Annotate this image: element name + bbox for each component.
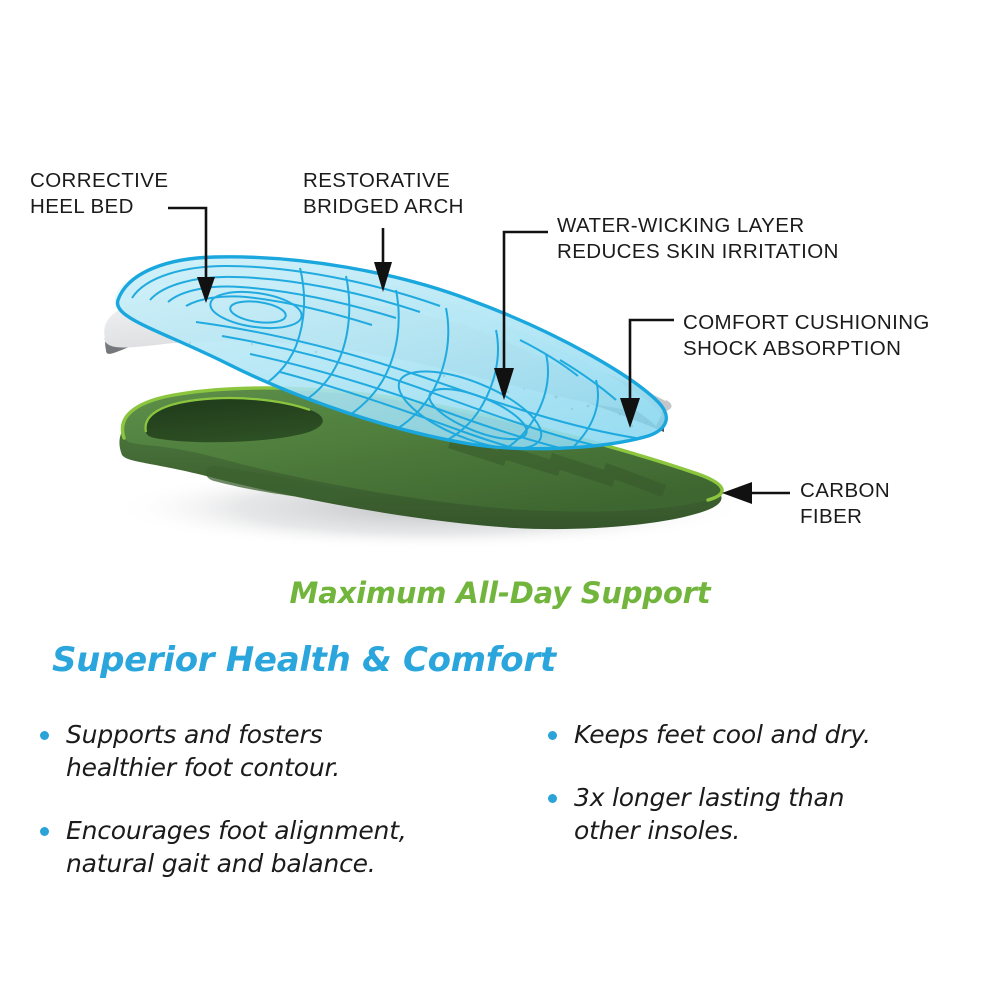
benefits-heading: Superior Health & Comfort	[52, 640, 556, 680]
leader-cushioning	[628, 318, 674, 400]
base-heel-cavity	[145, 398, 323, 443]
arrowhead-wicking	[494, 368, 514, 400]
bullet-dot-icon	[548, 794, 557, 803]
base-arch-ridge	[205, 465, 349, 500]
bullet-dot-icon	[40, 827, 49, 836]
bullet-dot-icon	[40, 731, 49, 740]
carbon-fiber-base-layer	[119, 386, 724, 530]
list-item-text: Encourages foot alignment, natural gait …	[66, 816, 407, 878]
top-layer-outline	[115, 255, 668, 451]
list-item-text: Supports and fosters healthier foot cont…	[66, 720, 340, 782]
callout-label-comfort-cushioning: COMFORT CUSHIONING SHOCK ABSORPTION	[683, 311, 930, 361]
list-item-text: 3x longer lasting than other insoles.	[574, 783, 845, 845]
callout-label-restorative-bridged-arch: RESTORATIVE BRIDGED ARCH	[303, 169, 464, 219]
arrowhead-carbon	[722, 482, 752, 504]
list-item: 3x longer lasting than other insoles.	[548, 781, 968, 847]
list-item: Supports and fosters healthier foot cont…	[40, 718, 510, 784]
callout-label-carbon-fiber: CARBON FIBER	[800, 479, 891, 529]
insole-diagram: CORRECTIVE HEEL BED RESTORATIVE BRIDGED …	[30, 169, 930, 550]
top-layer-body	[117, 256, 667, 449]
arrowhead-heel-bed	[197, 277, 215, 303]
callout-leader-lines	[168, 206, 790, 495]
callout-arrowheads	[197, 262, 752, 504]
base-cavity-rim	[144, 396, 311, 433]
arrowhead-arch	[374, 262, 392, 292]
arrowhead-cushioning	[620, 398, 640, 428]
insole-illustration-svg	[102, 206, 790, 550]
callout-label-water-wicking-layer: WATER-WICKING LAYER REDUCES SKIN IRRITAT…	[557, 214, 839, 264]
list-item: Keeps feet cool and dry.	[548, 718, 968, 751]
callout-label-corrective-heel-bed: CORRECTIVE HEEL BED	[30, 169, 169, 219]
list-item: Encourages foot alignment, natural gait …	[40, 814, 510, 880]
tagline: Maximum All-Day Support	[289, 576, 711, 610]
benefits-right-column: Keeps feet cool and dry. 3x longer lasti…	[548, 718, 968, 877]
top-layer-contour-mesh	[131, 264, 637, 449]
bullet-dot-icon	[548, 731, 557, 740]
benefits-left-column: Supports and fosters healthier foot cont…	[40, 718, 510, 910]
leader-heel-bed	[168, 206, 208, 283]
leader-wicking	[502, 230, 548, 370]
list-item-text: Keeps feet cool and dry.	[574, 720, 871, 749]
water-wicking-top-layer	[114, 255, 668, 451]
